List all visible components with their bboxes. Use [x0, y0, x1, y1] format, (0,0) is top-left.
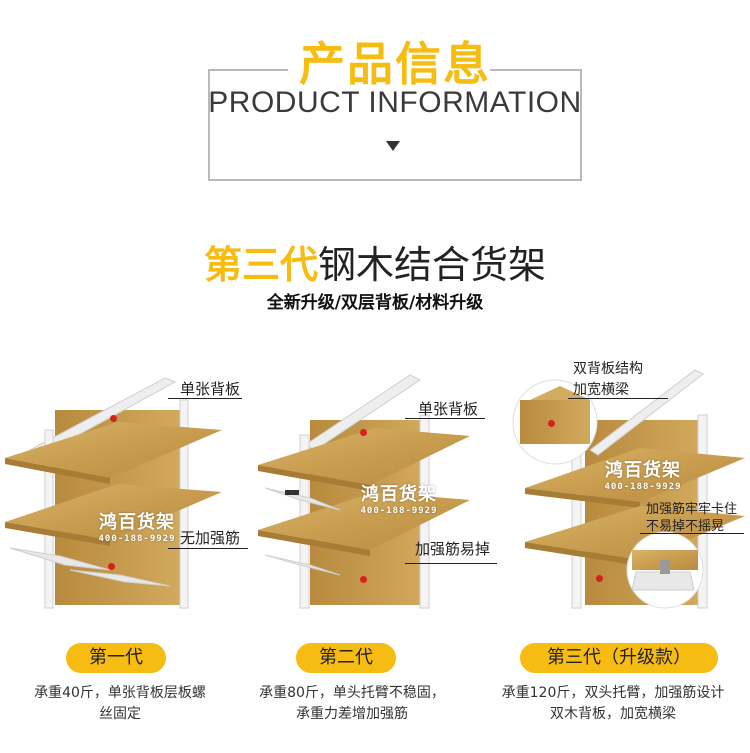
callout-gen1-backboard: 单张背板 — [180, 380, 241, 398]
header-frame-left — [208, 69, 210, 181]
header-frame-right — [580, 69, 582, 181]
callout-dot — [548, 420, 555, 427]
description-line: 承重力差增加强筋 — [296, 706, 408, 722]
header-frame-top-left — [208, 69, 288, 71]
watermark-name: 鸿百货架 — [99, 512, 175, 533]
header-title-en: PRODUCT INFORMATION — [208, 86, 582, 119]
callout-dot — [360, 429, 367, 436]
description-line: 丝固定 — [99, 706, 141, 722]
description-gen2: 承重80斤，单头托臂不稳固， 承重力差增加强筋 — [232, 683, 472, 725]
watermark-phone: 400-188-9929 — [360, 506, 438, 516]
callout-gen1-no-rib: 无加强筋 — [180, 529, 241, 547]
callout-line — [568, 398, 668, 399]
generation-badge-1: 第一代 — [66, 643, 166, 673]
callout-dot — [360, 576, 367, 583]
product-title-rest: 钢木结合货架 — [318, 243, 547, 287]
watermark-3: 鸿百货架 400-188-9929 — [588, 456, 698, 492]
watermark-phone: 400-188-9929 — [98, 534, 176, 544]
callout-dot — [596, 575, 603, 582]
callout-line — [405, 563, 497, 564]
callout-dot — [108, 563, 115, 570]
description-line: 承重120斤，双头托臂，加强筋设计 — [501, 685, 725, 701]
shelf-gen3-image — [512, 369, 745, 609]
product-title-highlight: 第三代 — [203, 243, 318, 287]
generation-badge-3: 第三代（升级款） — [520, 643, 718, 673]
callout-line — [405, 418, 485, 419]
shelf-gen2-image — [258, 374, 470, 609]
down-triangle-icon — [386, 141, 400, 151]
callout-line — [168, 398, 242, 399]
product-title: 第三代钢木结合货架 — [120, 234, 630, 289]
product-subtitle: 全新升级/双层背板/材料升级 — [266, 293, 484, 313]
watermark-2: 鸿百货架 400-188-9929 — [344, 480, 454, 516]
header-title-cn: 产品信息 — [299, 37, 491, 91]
callout-line — [168, 548, 248, 549]
description-gen1: 承重40斤，单张背板层板螺 丝固定 — [2, 683, 238, 725]
callout-line — [640, 533, 744, 534]
callout-gen2-backboard: 单张背板 — [418, 400, 479, 418]
callout-dot — [110, 415, 117, 422]
callout-gen3-stable: 不易掉不摇晃 — [646, 519, 725, 534]
watermark-phone: 400-188-9929 — [604, 482, 682, 492]
generation-badge-2: 第二代 — [296, 643, 396, 673]
callout-gen3-rib-locked: 加强筋牢牢卡住 — [646, 502, 738, 517]
description-line: 双木背板，加宽横梁 — [550, 706, 676, 722]
description-gen3: 承重120斤，双头托臂，加强筋设计 双木背板，加宽横梁 — [478, 683, 748, 725]
callout-connector — [114, 398, 115, 418]
watermark-name: 鸿百货架 — [361, 484, 437, 505]
watermark-1: 鸿百货架 400-188-9929 — [82, 508, 192, 544]
callout-gen2-rib-falls: 加强筋易掉 — [415, 540, 491, 558]
header-frame-top-right — [490, 69, 582, 71]
header-frame-bottom — [208, 179, 582, 181]
shelf-illustrations — [5, 369, 745, 609]
watermark-name: 鸿百货架 — [605, 460, 681, 481]
shelf-gen1-image — [5, 377, 222, 609]
description-line: 承重80斤，单头托臂不稳固， — [259, 685, 445, 701]
callout-gen3-double-back: 双背板结构 — [573, 361, 643, 377]
description-line: 承重40斤，单张背板层板螺 — [34, 685, 206, 701]
callout-gen3-wide-beam: 加宽横梁 — [573, 382, 629, 398]
